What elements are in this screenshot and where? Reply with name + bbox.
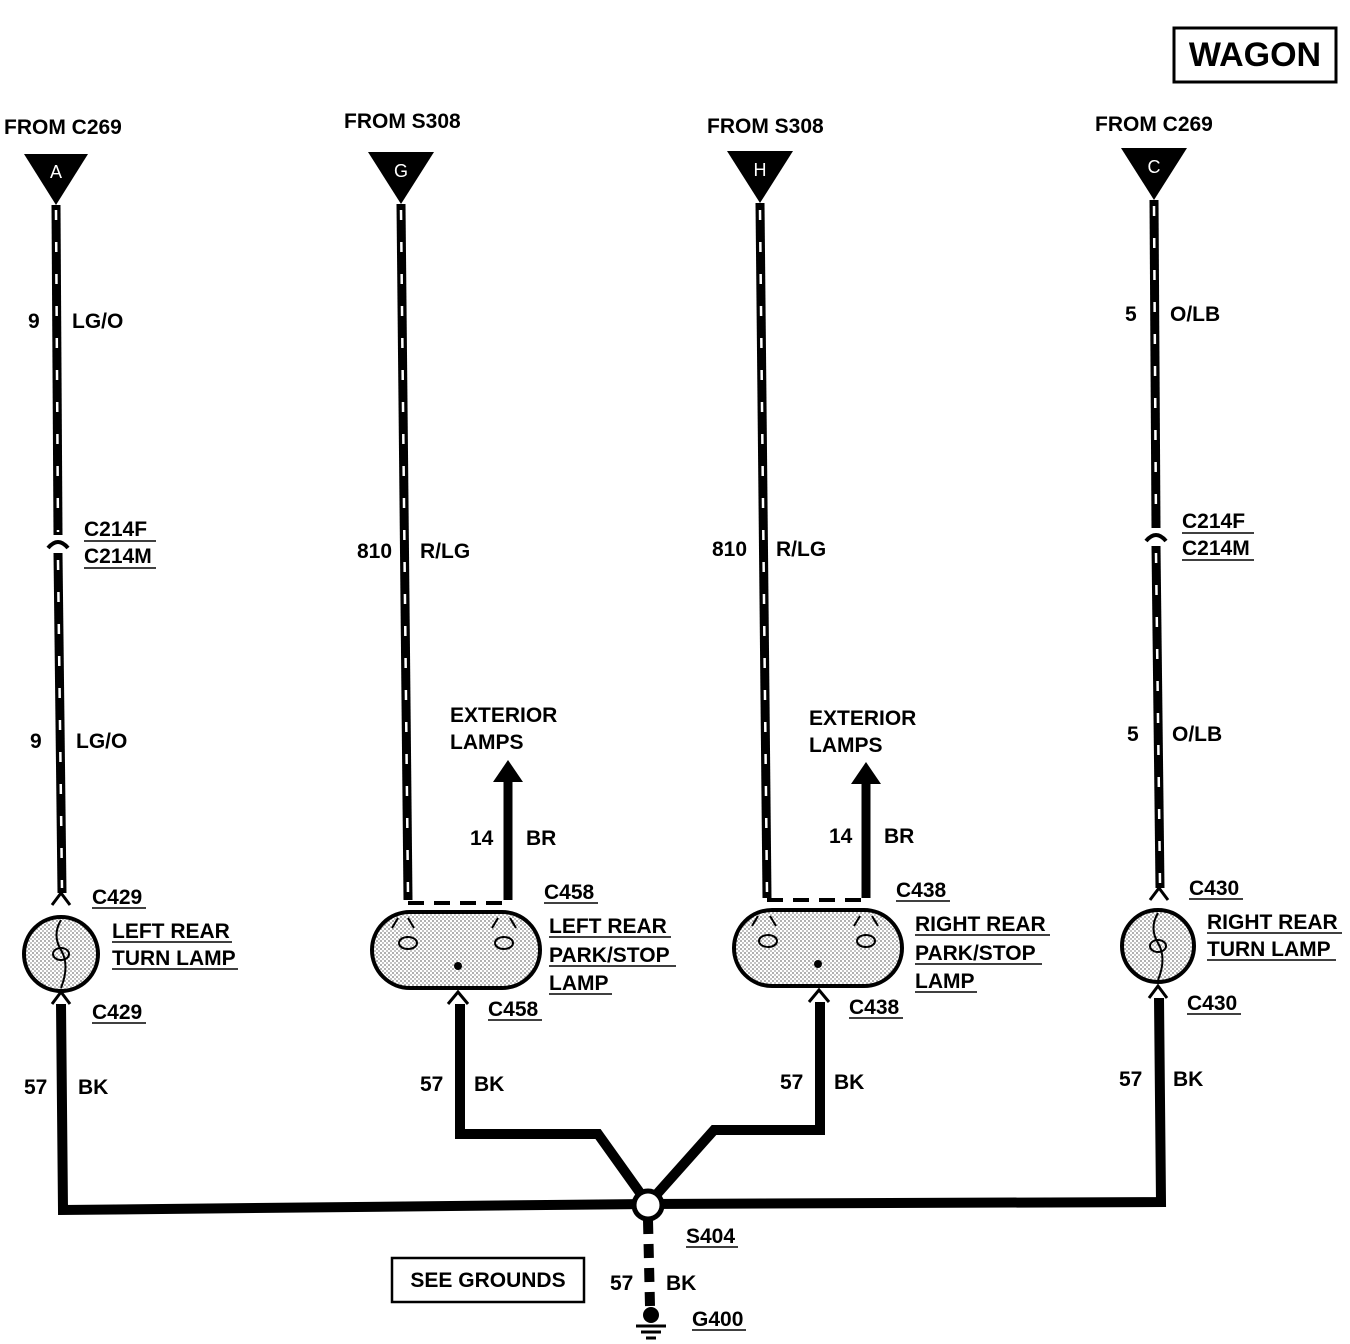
- lamp-c430-line-1: RIGHT REAR: [1207, 911, 1338, 934]
- connector-c214-c: [1144, 533, 1168, 543]
- see-grounds-label: SEE GROUNDS: [410, 1269, 565, 1292]
- ground-icon: [636, 1307, 666, 1340]
- wire-bk-color-g: BK: [474, 1073, 504, 1096]
- lamp-c429-connector-bottom: C429: [92, 1001, 142, 1024]
- source-label-g: FROM S308: [344, 110, 461, 133]
- wire-c-upper: [1149, 199, 1161, 529]
- exterior-label-left-2: LAMPS: [450, 731, 524, 754]
- wire-g-color: R/LG: [420, 540, 470, 563]
- source-label-c: FROM C269: [1095, 113, 1213, 136]
- arrow-up-icon: [851, 762, 881, 784]
- lamp-c429-line-1: LEFT REAR: [112, 920, 230, 943]
- wire-h-num: 810: [712, 538, 747, 561]
- wire-h-color: R/LG: [776, 538, 826, 561]
- wire-bk-color-c: BK: [1173, 1068, 1203, 1091]
- pin-triangle-g: [368, 152, 434, 204]
- pin-triangle-h: [727, 151, 793, 203]
- lamp-c429-line-2: TURN LAMP: [112, 947, 236, 970]
- wire-a-lower-stripe: [56, 559, 64, 889]
- splice-label: S404: [686, 1225, 735, 1248]
- lamp-c429-connector-top: C429: [92, 886, 142, 909]
- pin-triangle-c: [1121, 148, 1187, 200]
- lamp-c438-connector-bottom: C438: [849, 996, 900, 1019]
- lamp-c458-line-3: LAMP: [549, 972, 609, 995]
- lamp-c430-connector-bottom: C430: [1187, 992, 1237, 1015]
- wire-c-num-1: 5: [1125, 303, 1137, 326]
- wire-h: [755, 202, 772, 899]
- lamp-c438-line-1: RIGHT REAR: [915, 913, 1046, 936]
- source-label-a: FROM C269: [4, 116, 122, 139]
- wire-c-color-2: O/LB: [1172, 723, 1222, 746]
- ground-label: G400: [692, 1308, 743, 1331]
- left-rear-turn-lamp: [22, 915, 100, 993]
- c214f-label-a: C214F: [84, 518, 147, 541]
- lamp-c458-connector-bottom: C458: [488, 998, 539, 1021]
- wire-bk-color-h: BK: [834, 1071, 864, 1094]
- wire-bk-num-g: 57: [420, 1073, 443, 1096]
- wire-a-color-2: LG/O: [76, 730, 127, 753]
- wire-br-num-left: 14: [470, 827, 494, 850]
- arrow-up-icon: [493, 760, 523, 782]
- lamp-c438-line-2: PARK/STOP: [915, 942, 1036, 965]
- lamp-c458-line-1: LEFT REAR: [549, 915, 667, 938]
- wagon-label: WAGON: [1189, 36, 1321, 74]
- wire-br-num-right: 14: [829, 825, 853, 848]
- lamp-c438-line-3: LAMP: [915, 970, 975, 993]
- exterior-label-right-1: EXTERIOR: [809, 707, 916, 730]
- ground-drop-wire: [643, 1219, 655, 1307]
- connector-c214-a: [46, 540, 70, 550]
- lamp-c438-connector-top: C438: [896, 879, 947, 902]
- wire-bk-num-a: 57: [24, 1076, 47, 1099]
- ground-wires: [56, 997, 1167, 1216]
- wire-g: [396, 203, 413, 901]
- c214m-label-a: C214M: [84, 545, 152, 568]
- pin-label-a: A: [50, 162, 62, 182]
- wire-bk-num-ground: 57: [610, 1272, 633, 1295]
- wire-a-num-2: 9: [30, 730, 42, 753]
- wagon-badge: WAGON: [1172, 26, 1338, 84]
- c214m-label-c: C214M: [1182, 537, 1250, 560]
- source-label-h: FROM S308: [707, 115, 824, 138]
- wire-br-color-right: BR: [884, 825, 914, 848]
- lamp-c458-connector-top: C458: [544, 881, 595, 904]
- wire-c-upper-stripe: [1152, 205, 1158, 525]
- lamp-c430-line-2: TURN LAMP: [1207, 938, 1331, 961]
- lamp-c458-line-2: PARK/STOP: [549, 944, 670, 967]
- exterior-label-right-2: LAMPS: [809, 734, 883, 757]
- pin-label-g: G: [394, 161, 408, 181]
- wire-bk-color-ground: BK: [666, 1272, 696, 1295]
- wire-a-num-1: 9: [28, 310, 40, 333]
- wire-bk-color-a: BK: [78, 1076, 108, 1099]
- wire-bk-num-h: 57: [780, 1071, 803, 1094]
- wire-a-color-1: LG/O: [72, 310, 123, 333]
- see-grounds-reference[interactable]: SEE GROUNDS: [390, 1256, 586, 1304]
- exterior-label-left-1: EXTERIOR: [450, 704, 557, 727]
- right-rear-turn-lamp: [1120, 908, 1196, 984]
- left-rear-park-stop-lamp: [370, 910, 542, 990]
- pin-label-c: C: [1148, 157, 1161, 177]
- wire-c-color-1: O/LB: [1170, 303, 1220, 326]
- lamp-c430-connector-top: C430: [1189, 877, 1239, 900]
- wire-c-lower-stripe: [1154, 552, 1162, 884]
- c214f-label-c: C214F: [1182, 510, 1245, 533]
- right-rear-park-stop-lamp: [732, 908, 904, 988]
- splice-s404: [631, 1188, 665, 1222]
- pin-triangle-a: [24, 154, 88, 205]
- wire-a-upper-stripe: [54, 209, 60, 533]
- wire-br-color-left: BR: [526, 827, 556, 850]
- pin-label-h: H: [754, 160, 767, 180]
- wire-c-num-2: 5: [1127, 723, 1139, 746]
- wire-bk-num-c: 57: [1119, 1068, 1142, 1091]
- wire-g-num: 810: [357, 540, 392, 563]
